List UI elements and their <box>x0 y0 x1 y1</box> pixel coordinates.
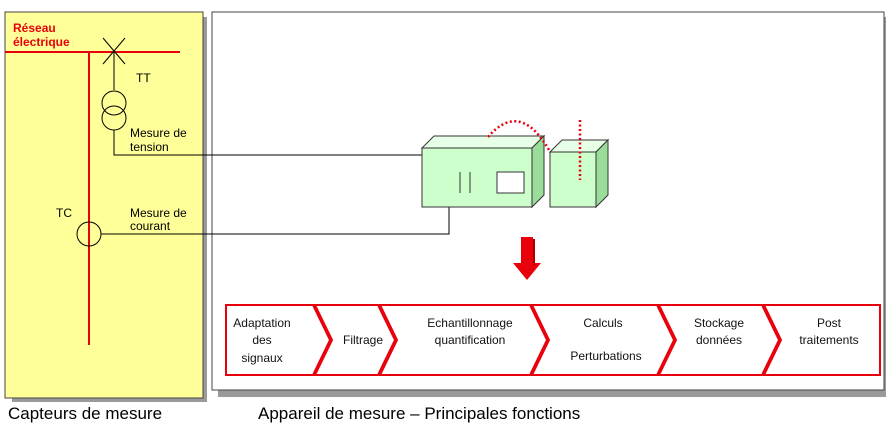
stage-chevron-post <box>762 304 881 376</box>
stage-echantillonnage-line2: quantification <box>435 333 506 347</box>
device-top-face <box>420 135 546 149</box>
stage-stockage-line1: Stockage <box>694 316 744 330</box>
voltage-label-line1: Mesure de <box>130 126 187 140</box>
current-label-line2: courant <box>130 219 171 233</box>
storage-device-icon <box>549 151 597 208</box>
voltage-transformer-icon <box>101 90 127 116</box>
stage-echantillonnage-line1: Echantillonnage <box>427 316 513 330</box>
stage-chevron-echantillonnage <box>378 304 549 376</box>
current-label-line1: Mesure de <box>130 206 187 220</box>
current-wire <box>101 200 450 235</box>
stage-chevron-filtrage <box>313 304 397 376</box>
stage-adaptation-line3: signaux <box>241 351 282 365</box>
tt-label: TT <box>136 71 151 85</box>
stage-filtrage-line1: Filtrage <box>343 333 383 347</box>
storage-side-face <box>595 138 609 209</box>
stage-chevron-stockage <box>657 304 781 376</box>
stage-calculs-line2: Perturbations <box>570 349 641 363</box>
stage-post-line1: Post <box>817 316 842 330</box>
device-display-icon <box>496 171 525 194</box>
stage-chevron-adaptation <box>225 304 332 376</box>
device-side-face <box>531 134 545 209</box>
stage-post-line2: traitements <box>799 333 858 347</box>
voltage-label-line2: tension <box>130 140 169 154</box>
stage-adaptation-line1: Adaptation <box>233 316 290 330</box>
stage-calculs-line1: Calculs <box>583 316 622 330</box>
network-label-line1: Réseau <box>13 21 56 35</box>
network-label-line2: électrique <box>13 35 70 49</box>
stage-chevron-calculs <box>530 304 676 376</box>
voltage-wire <box>113 130 428 156</box>
stage-adaptation-line2: des <box>252 333 271 347</box>
down-arrow-icon <box>513 237 541 280</box>
sensor-panel <box>4 11 204 399</box>
processing-chain: Adaptation des signaux Filtrage Echantil… <box>225 304 881 376</box>
device-caption: Appareil de mesure – Principales fonctio… <box>258 404 581 423</box>
stage-stockage-line2: données <box>696 333 742 347</box>
tc-label: TC <box>56 206 72 220</box>
sensors-caption: Capteurs de mesure <box>8 404 163 423</box>
dotted-link-device <box>487 120 551 151</box>
